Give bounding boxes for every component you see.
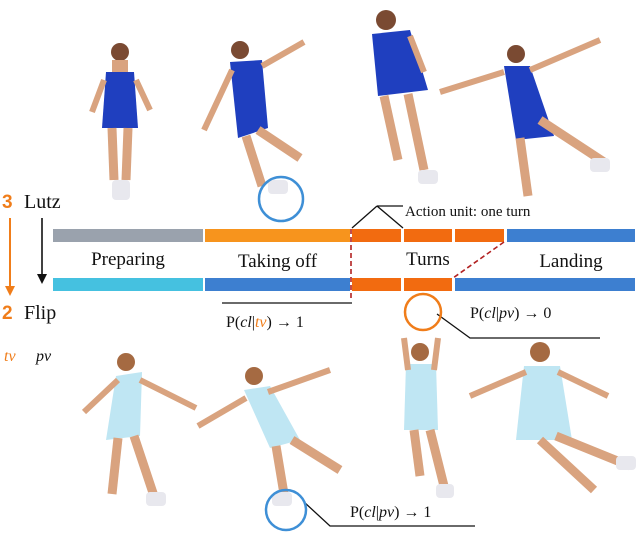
skater-bottom-4 (468, 342, 636, 494)
prob-turns: P(cl|pv) → 0 (470, 305, 552, 322)
landing-callout-line (303, 501, 475, 527)
dashed-connector-right (452, 241, 505, 279)
bar-bottom-preparing (53, 278, 203, 291)
action-unit-label: Action unit: one turn (405, 204, 531, 220)
landing-blade-circle-bottom (264, 488, 308, 532)
bar-bottom-landing (455, 278, 635, 291)
skater-bottom-2 (196, 367, 343, 506)
skater-top-3 (372, 10, 438, 184)
prob-takeoff: P(cl|tv) → 1 (226, 314, 304, 331)
legend-pv: pv (36, 348, 52, 365)
unit-bracket-line-1 (351, 205, 378, 229)
bar-top-turn-2 (404, 229, 452, 242)
prob-landing: P(cl|pv) → 1 (350, 504, 432, 521)
bar-top-turn-1 (352, 229, 401, 242)
top-jump-name: Lutz (24, 191, 61, 213)
skater-top-4 (439, 37, 610, 197)
skater-bottom-1 (81, 353, 198, 506)
bar-bottom-turn-2 (404, 278, 452, 291)
top-jump-number: 3 (2, 192, 13, 213)
phase-turns: Turns (406, 249, 450, 270)
bar-top-landing (507, 229, 635, 242)
takeoff-blade-circle-top (257, 175, 305, 223)
black-down-arrow-head (37, 274, 47, 284)
phase-taking-off: Taking off (237, 251, 318, 272)
bar-top-takingoff (205, 229, 350, 242)
bottom-jump-name: Flip (24, 302, 57, 324)
phase-landing: Landing (539, 251, 603, 272)
turns-callout-line (436, 313, 600, 339)
bar-bottom-turn-1 (352, 278, 401, 291)
turns-blade-circle (403, 292, 443, 332)
unit-bracket-line-2 (376, 205, 404, 229)
bar-bottom-takingoff (205, 278, 350, 291)
legend-tv: tv (4, 348, 16, 365)
bar-top-turn-3 (455, 229, 504, 242)
orange-down-arrow-head (5, 286, 15, 296)
skater-top-1 (89, 43, 153, 200)
skater-bottom-3 (401, 337, 454, 498)
skater-top-2 (201, 39, 306, 194)
bar-top-preparing (53, 229, 203, 242)
phase-preparing: Preparing (91, 249, 165, 270)
bottom-jump-number: 2 (2, 303, 13, 324)
